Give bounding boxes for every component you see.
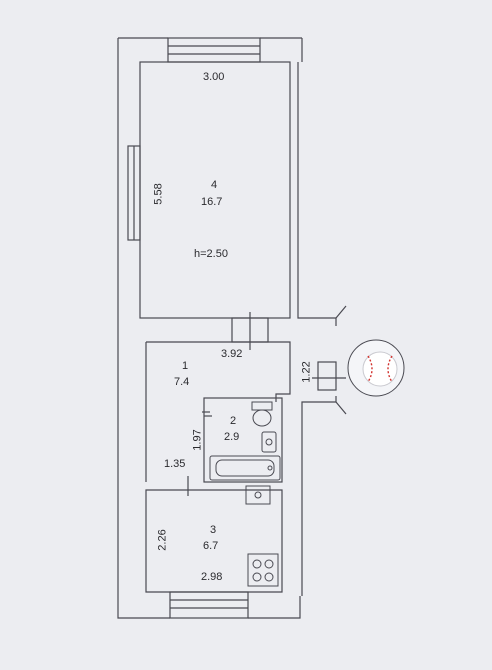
dimension-room4-width: 3.00	[203, 71, 225, 83]
room-3-number: 3	[210, 524, 217, 536]
room-2-number: 2	[230, 415, 237, 427]
stove-icon	[247, 553, 279, 587]
room-2-outline	[203, 397, 283, 483]
room-4-area: 16.7	[201, 196, 223, 208]
room-3-outline	[145, 489, 283, 593]
dimension-bath-width: 1.97	[191, 429, 204, 451]
room-2-area: 2.9	[224, 431, 240, 443]
room-1-area: 7.4	[174, 376, 190, 388]
outer-wall-right	[297, 38, 337, 596]
dimension-kitchen-width: 2.98	[201, 571, 223, 583]
dimension-corridor-short: 1.35	[164, 458, 186, 470]
dimension-room4-length: 5.58	[152, 183, 165, 205]
dimension-corridor-door: 1.22	[300, 361, 313, 383]
bathtub-icon	[209, 455, 281, 481]
dimension-corridor-width: 3.92	[221, 348, 243, 360]
room-3-area: 6.7	[203, 540, 219, 552]
entrance-wall-break	[335, 305, 347, 415]
room-4-number: 4	[211, 179, 218, 191]
window-top	[167, 37, 261, 63]
sink-icon	[261, 431, 277, 453]
toilet-icon	[251, 401, 273, 427]
outer-wall	[117, 37, 302, 619]
kitchen-sink-icon	[245, 485, 271, 505]
baseball-icon	[347, 339, 405, 397]
window-bottom	[169, 591, 249, 619]
dimension-kitchen-length: 2.26	[156, 529, 169, 551]
room-1-outline	[145, 341, 291, 482]
entrance-door	[317, 361, 337, 391]
room-1-number: 1	[182, 360, 189, 372]
room-4-height: h=2.50	[194, 248, 228, 260]
